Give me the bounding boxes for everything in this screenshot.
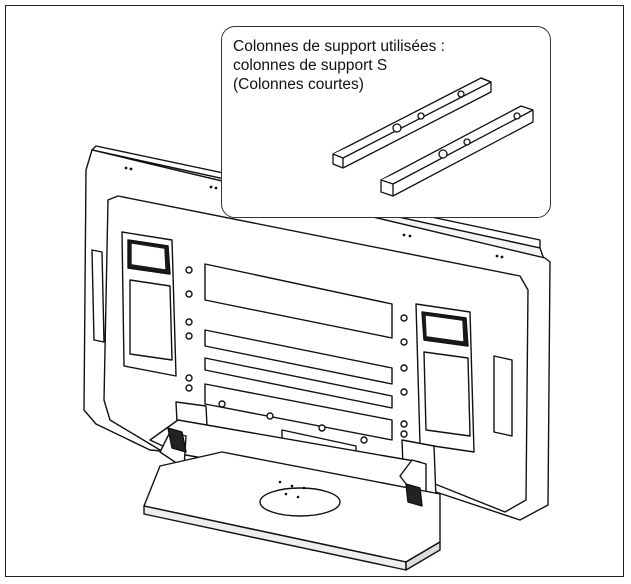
caption-line-3: (Colonnes courtes) <box>233 76 364 93</box>
support-column-icon <box>332 77 534 197</box>
support-columns-caption: Colonnes de support utilisées : colonnes… <box>233 37 445 94</box>
caption-line-1: Colonnes de support utilisées : <box>233 38 445 55</box>
caption-line-2: colonnes de support S <box>233 57 388 74</box>
